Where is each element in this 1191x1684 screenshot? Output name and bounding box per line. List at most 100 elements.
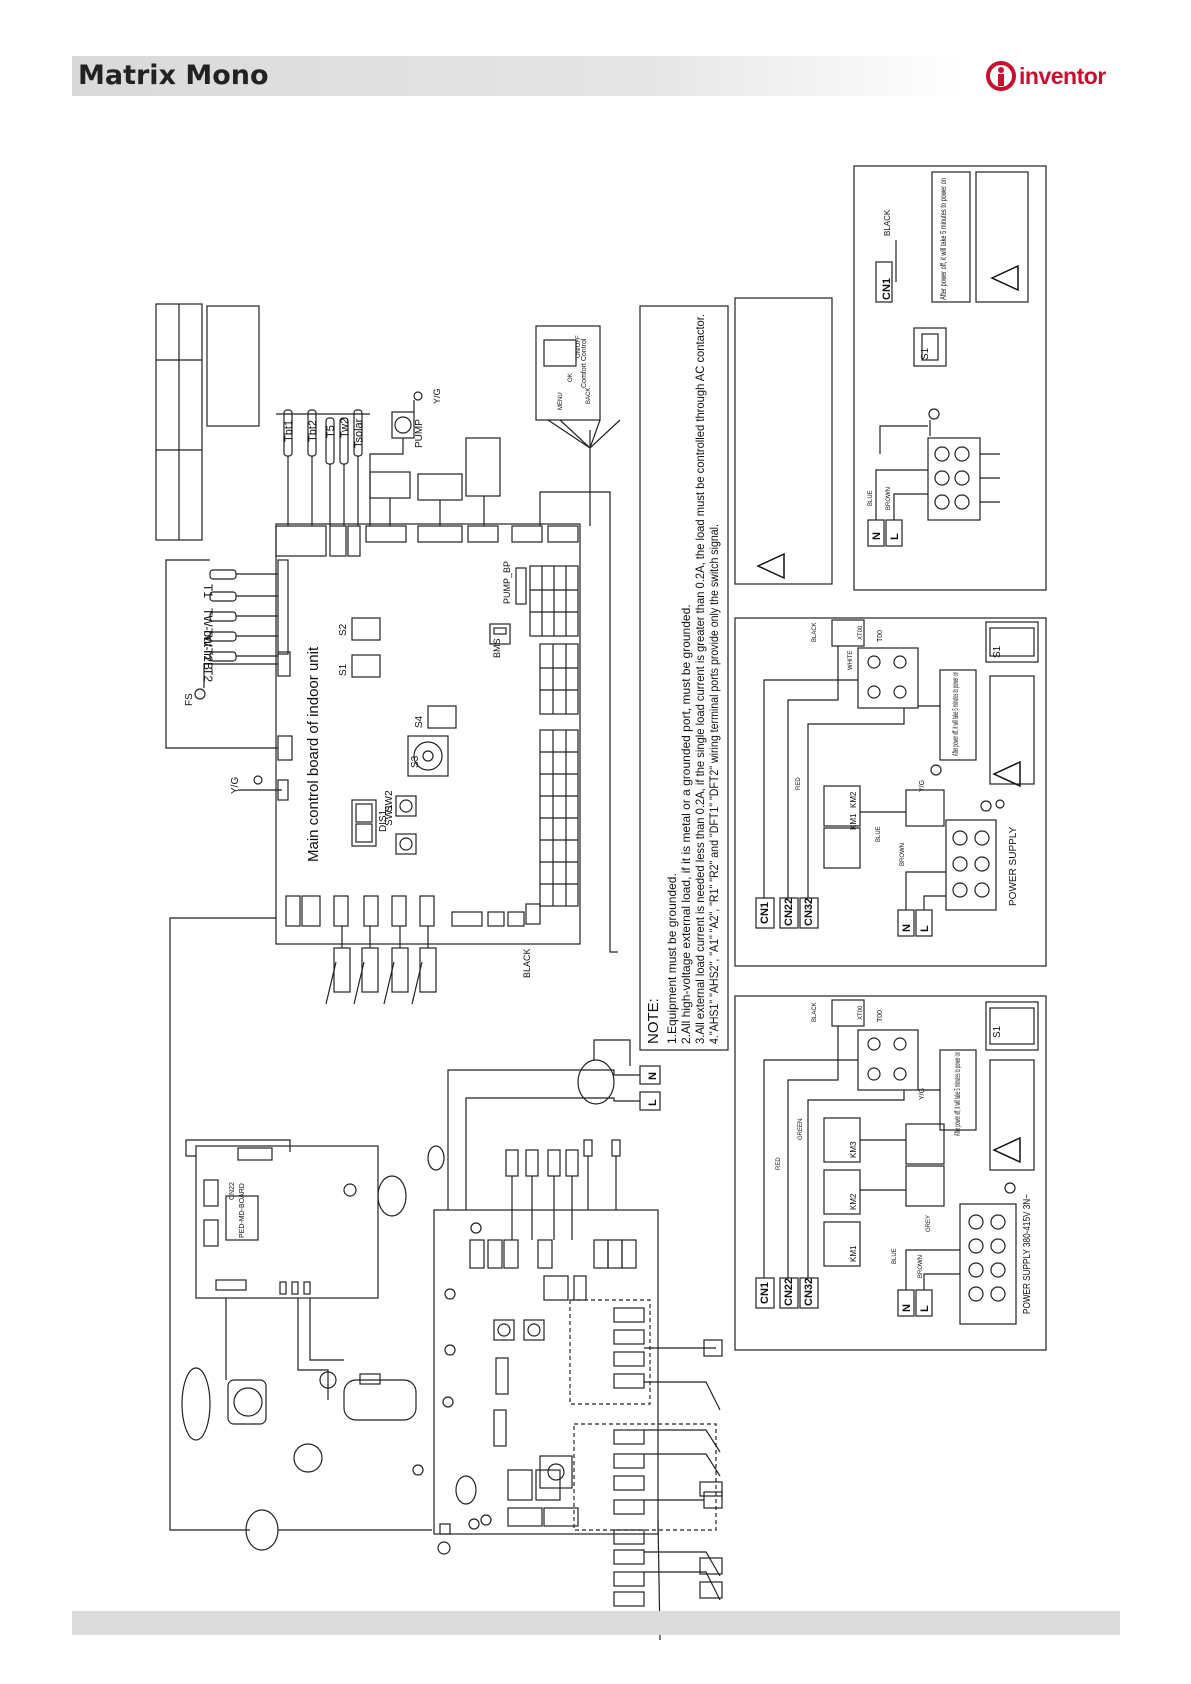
controller-btn-menu: MENU	[558, 392, 564, 410]
top-sensor-tw2: Tw2	[339, 418, 351, 438]
mid-xt00: XT00	[858, 625, 864, 640]
indoor-black-label: BLACK	[522, 948, 532, 978]
indoor-bottom-devices	[325, 926, 437, 1005]
top-sensor-tbt1: Tbt1	[283, 420, 295, 442]
header-band	[72, 56, 1120, 96]
mid-red-wire: RED	[796, 777, 802, 790]
sensor-label-t1: T1	[201, 584, 215, 598]
brand-logo: inventor	[986, 60, 1106, 92]
top-brown: BROWN	[886, 487, 892, 510]
controller-btn-ok: OK	[568, 373, 574, 382]
mid-s1: S1	[992, 645, 1003, 658]
bot-cn32: CN32	[803, 1278, 815, 1306]
outdoor-cn22-label: CN22	[229, 1182, 236, 1200]
bot-xt00: XT00	[858, 1005, 864, 1020]
bot-blue-wire: BLUE	[892, 1248, 898, 1264]
controller-btn-onoff: ON/OFF	[576, 335, 582, 358]
wire-cn1-top: CN1	[881, 278, 893, 300]
warning-icon	[992, 1136, 1021, 1164]
indoor-ground-label: Y/G	[230, 777, 241, 794]
top-sensor-tsolar: Tsolar	[353, 418, 365, 448]
bot-brown-wire: BROWN	[918, 1255, 924, 1278]
bot-km3: KM3	[849, 1141, 858, 1158]
label-s3: S3	[410, 755, 421, 768]
bot-km1: KM1	[849, 1245, 858, 1262]
outdoor-board-label: PED-MD-BOARD	[239, 1183, 246, 1238]
bot-t00: T00	[877, 1010, 884, 1022]
bot-yg-wire: Y/G	[919, 1088, 926, 1100]
top-sensor-tbt2: Tbt2	[307, 420, 319, 442]
sensor-label-fs: FS	[184, 693, 195, 706]
mid-km2: KM2	[849, 791, 858, 808]
warning-top-1: After power off, it will take 5 minutes …	[939, 178, 948, 300]
brand-name: inventor	[1019, 62, 1106, 89]
mid-n: N	[901, 924, 913, 932]
sensor-label-t2: T2	[201, 668, 215, 682]
controller-btn-back: BACK	[586, 388, 592, 404]
page-title: Matrix Mono	[78, 60, 269, 91]
indoor-sensor-leads	[165, 559, 282, 791]
note-line-1: 1.Equipment must be grounded.	[665, 873, 679, 1044]
label-s4: S4	[414, 715, 425, 728]
top-sensor-leads	[276, 391, 618, 953]
top-l: L	[889, 533, 901, 540]
top-blue: BLUE	[868, 490, 874, 506]
note-heading: NOTE:	[645, 998, 662, 1044]
label-bms: BMS	[492, 638, 502, 658]
s1-top: S1	[920, 347, 931, 360]
middle-warning-box	[734, 297, 833, 585]
sensor-label-tw-out: TW-out	[201, 608, 215, 648]
mid-black-wire: BLACK	[812, 622, 818, 642]
controller-title: Comfort Control	[581, 338, 588, 388]
note-line-2: 2.All high-voltage external load, if it …	[679, 604, 693, 1044]
bot-km2: KM2	[849, 1193, 858, 1210]
note-line-3: 3.All external load current is needed le…	[693, 314, 707, 1044]
outdoor-n: N	[647, 1072, 659, 1080]
mid-l: L	[919, 925, 931, 932]
note-box	[639, 305, 729, 1051]
pump-ground-label: Y/G	[432, 388, 442, 404]
sensor-label-t2b: T2B	[201, 648, 215, 670]
warning-icons	[756, 264, 1021, 1164]
wired-controller	[535, 325, 621, 450]
warning-icon	[756, 552, 785, 580]
indoor-control-board	[275, 523, 581, 945]
indoor-board-title: Main control board of indoor unit	[305, 646, 322, 862]
mid-warning: After power off, it will take 5 minutes …	[951, 672, 960, 756]
note-line-4: 4."AHS1" "AHS2", "A1" "A2", "R1" "R2" an…	[707, 524, 721, 1044]
bot-cn22: CN22	[783, 1278, 795, 1306]
brand-logo-icon	[986, 61, 1016, 91]
label-dis1: DIS1	[378, 809, 389, 832]
label-pump-bp: PUMP_BP	[502, 561, 512, 604]
bot-green-wire: GREEN	[798, 1119, 804, 1140]
label-sw1: SW1	[384, 804, 395, 826]
mid-power-supply: POWER SUPPLY	[1008, 826, 1019, 906]
label-sw2: SW2	[384, 790, 395, 812]
bot-s1: S1	[992, 1025, 1003, 1038]
warning-icon	[992, 760, 1021, 788]
wire-black-top: BLACK	[883, 209, 892, 236]
warning-icon	[990, 264, 1019, 292]
outdoor-l: L	[647, 1099, 659, 1106]
wiring-box-single-phase-top	[853, 165, 1047, 591]
bot-cn1: CN1	[759, 1282, 771, 1304]
footer-band	[72, 1611, 1120, 1635]
bot-red-wire: RED	[776, 1157, 782, 1170]
mid-t00: T00	[877, 630, 884, 642]
wiring-box-single-phase	[734, 617, 1047, 967]
wiring-box-three-phase	[734, 995, 1047, 1351]
mid-blue-wire: BLUE	[876, 826, 882, 842]
mid-white-wire: WHITE	[848, 651, 854, 670]
mid-cn22: CN22	[783, 898, 795, 926]
mid-cn1: CN1	[759, 902, 771, 924]
bot-l: L	[919, 1305, 931, 1312]
label-s2: S2	[338, 623, 349, 636]
mid-yg-wire: Y/G	[919, 780, 926, 792]
mid-brown-wire: BROWN	[900, 843, 906, 866]
label-s1: S1	[338, 663, 349, 676]
bot-grey-wire: GREY	[926, 1215, 932, 1232]
top-sensor-t5: T5	[325, 425, 337, 438]
info-box	[155, 303, 260, 541]
outdoor-unit	[169, 917, 723, 1641]
